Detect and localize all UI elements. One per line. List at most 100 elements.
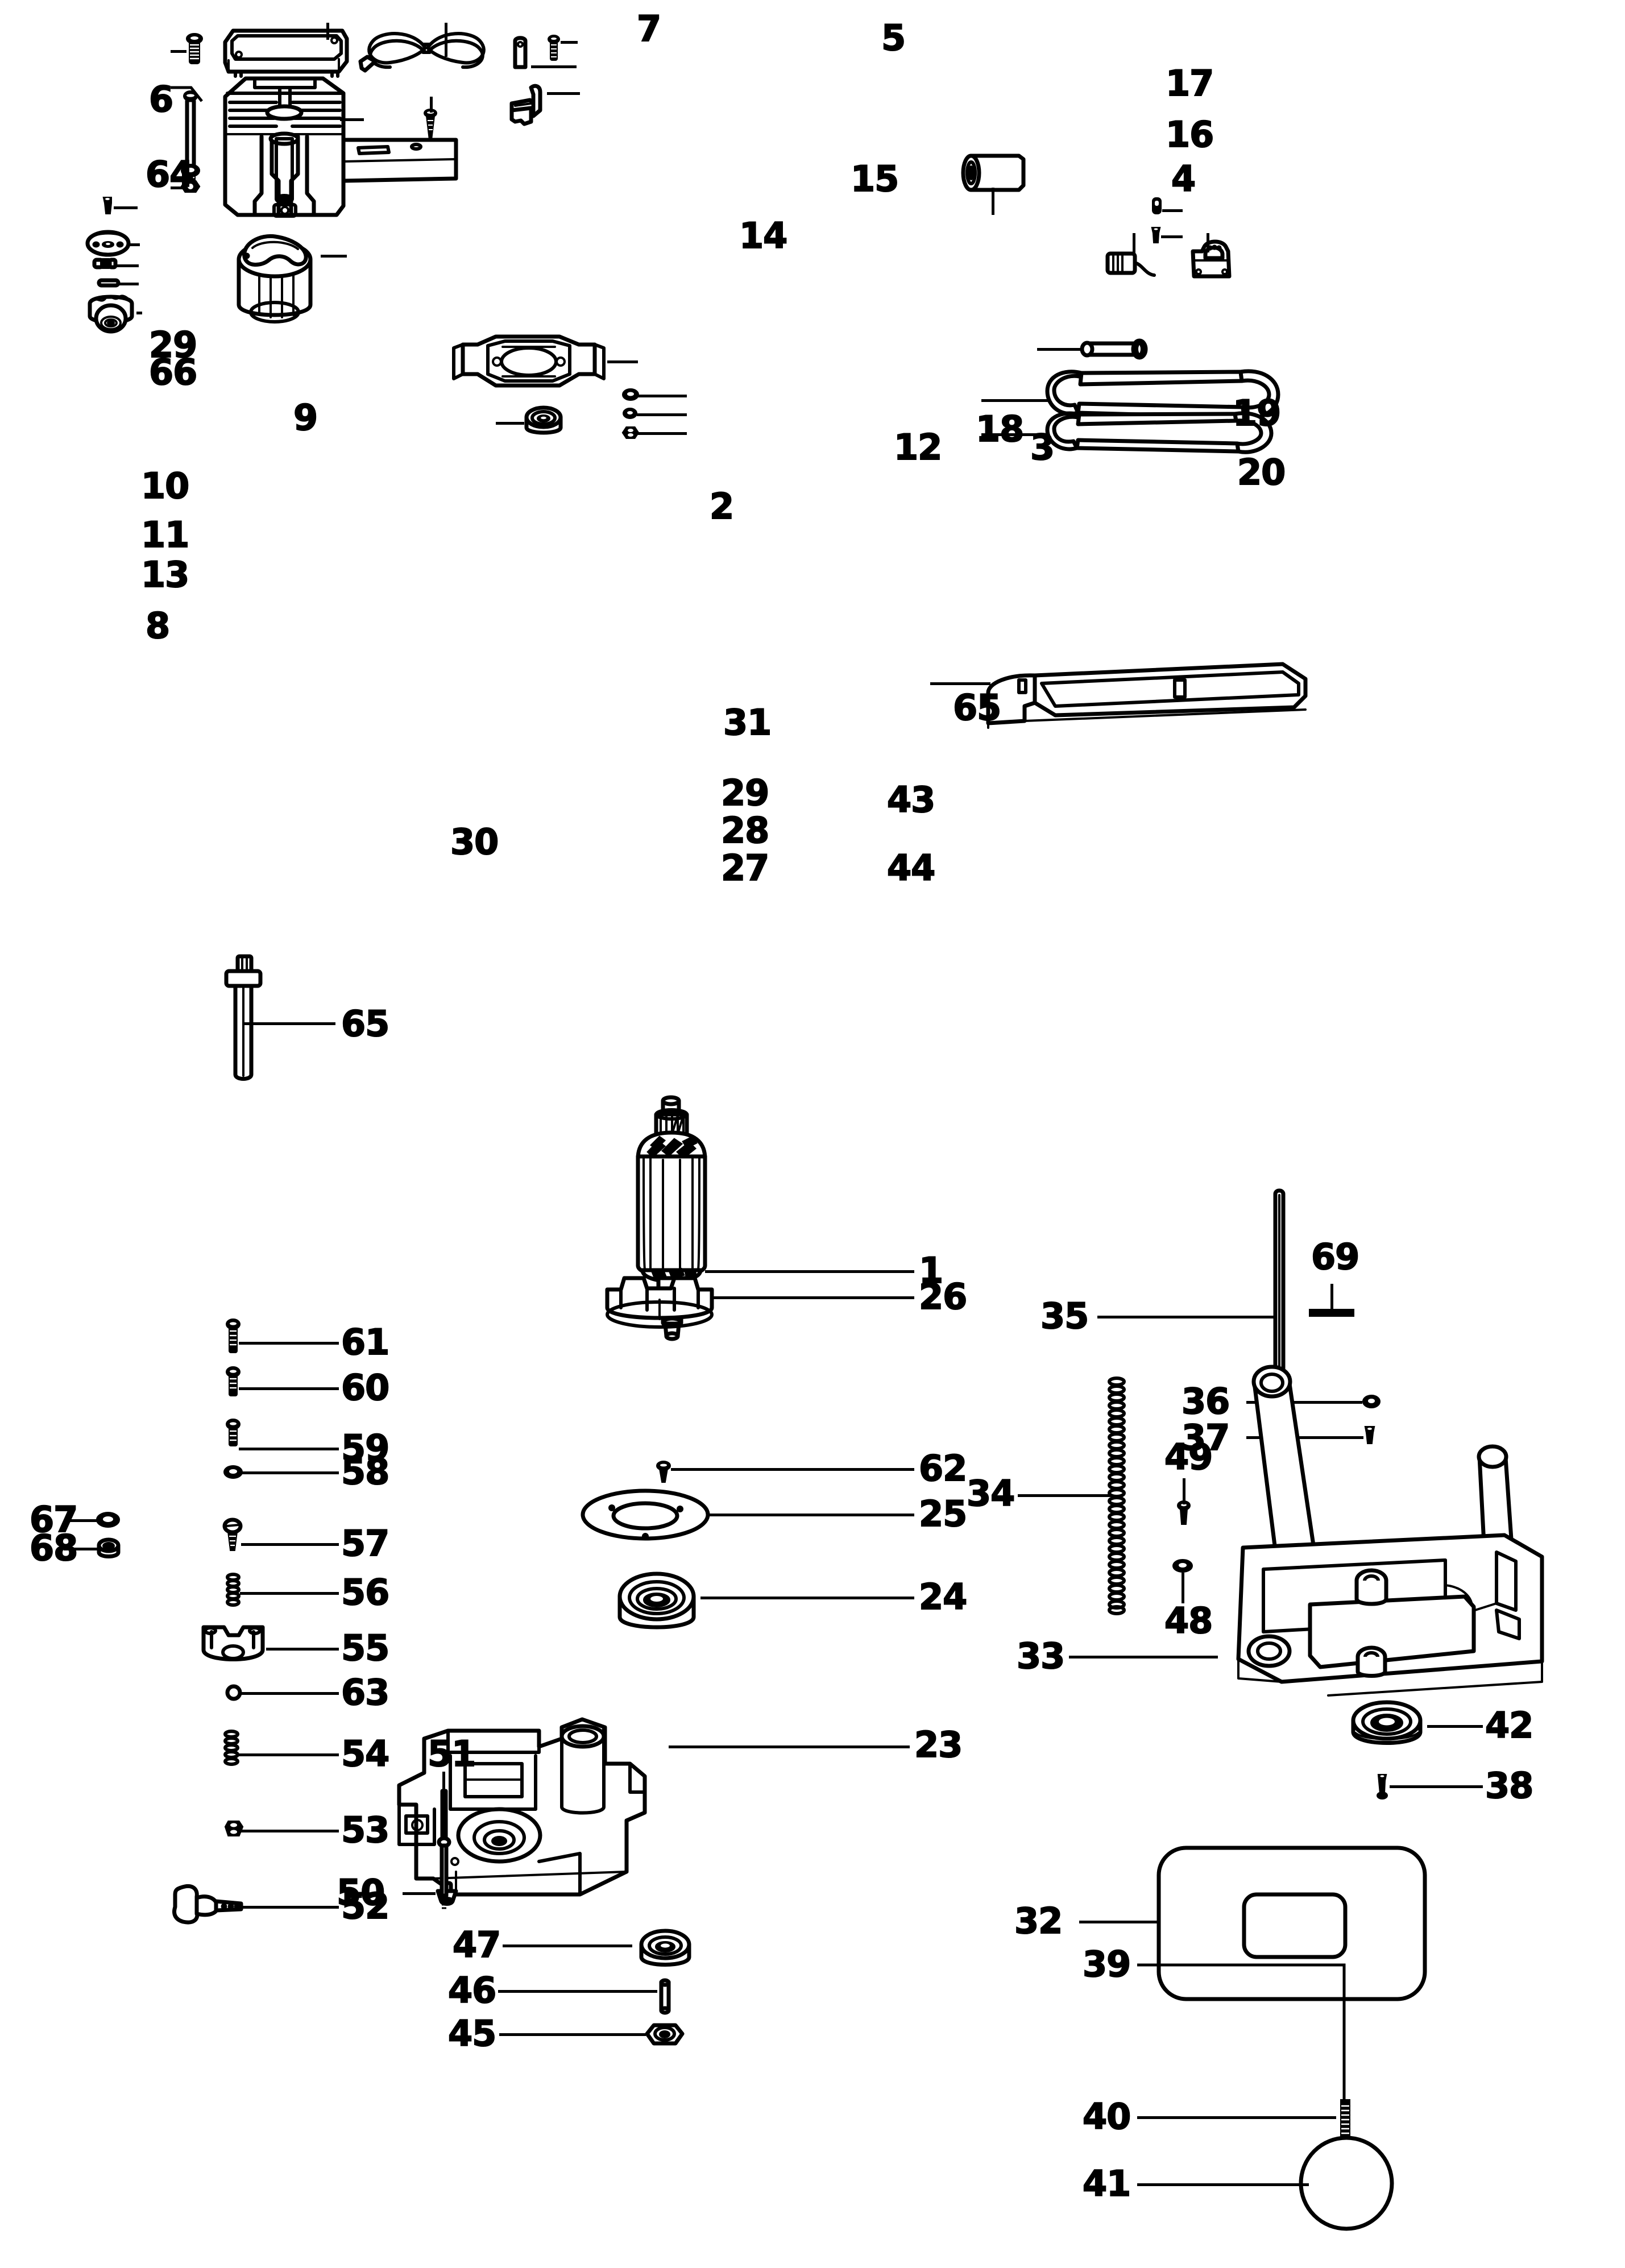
leader-54	[239, 1753, 339, 1756]
callout-number-48: 48	[1164, 1600, 1213, 1641]
leader-30	[496, 422, 524, 425]
leader-40	[1137, 2116, 1336, 2119]
callout-number-65l: 65	[341, 1003, 390, 1044]
callout-number-20: 20	[1237, 451, 1286, 493]
leader-50	[403, 1892, 436, 1895]
leader-67	[65, 1519, 98, 1522]
part-key-69	[1308, 1305, 1355, 1319]
callout-number-52: 52	[341, 1885, 390, 1927]
callout-number-23: 23	[914, 1724, 963, 1765]
part-screw-59	[225, 1419, 241, 1448]
callout-number-56: 56	[341, 1572, 390, 1613]
part-knob-ball-41	[1296, 2133, 1396, 2233]
leader-4	[547, 92, 580, 95]
leader-65l	[244, 1022, 335, 1025]
part-spring-56	[225, 1573, 241, 1608]
part-field-stator	[227, 232, 322, 327]
callout-number-49: 49	[1164, 1436, 1213, 1478]
part-bearing-bracket	[448, 333, 610, 395]
part-gasket-25	[580, 1488, 711, 1541]
callout-number-3: 3	[1030, 426, 1055, 468]
part-screw-62	[655, 1461, 672, 1484]
callout-number-18: 18	[975, 408, 1025, 450]
part-fan	[598, 1267, 745, 1334]
part-guide-rail	[986, 661, 1311, 729]
leader-36	[1246, 1401, 1362, 1404]
callout-number-34: 34	[966, 1473, 1015, 1514]
leader-2	[321, 255, 347, 258]
callout-number-27: 27	[720, 847, 770, 889]
callout-number-9: 9	[293, 397, 318, 438]
callout-number-60: 60	[341, 1367, 390, 1408]
callout-number-14: 14	[739, 215, 788, 256]
leader-13	[117, 283, 139, 285]
part-clip-55	[199, 1620, 267, 1665]
part-screw-17	[547, 35, 561, 63]
callout-number-65r: 65	[952, 687, 1002, 728]
leader-56	[240, 1592, 339, 1595]
callout-number-39: 39	[1082, 1943, 1131, 1985]
leader-24	[700, 1597, 914, 1599]
leader-49	[1183, 1478, 1185, 1504]
part-wrench-large	[1045, 369, 1280, 423]
part-screw-15	[423, 109, 438, 142]
leader-48	[1182, 1573, 1184, 1603]
callout-number-28: 28	[720, 810, 770, 851]
part-terminal-19b	[1151, 197, 1163, 216]
leader-53	[241, 1830, 339, 1832]
callout-number-58: 58	[341, 1451, 390, 1492]
part-screw-20	[1150, 226, 1162, 246]
part-motor-housing	[217, 73, 458, 221]
callout-number-19: 19	[1232, 392, 1282, 434]
part-capacitor	[1105, 249, 1172, 281]
leader-12	[1133, 233, 1135, 256]
leader-45	[499, 2033, 646, 2036]
leader-20	[1161, 235, 1183, 238]
leader-68	[64, 1548, 98, 1550]
callout-number-1: 1	[918, 1250, 944, 1291]
leader-37	[1246, 1436, 1363, 1439]
part-screw-49	[1176, 1500, 1192, 1534]
leader-46	[498, 1990, 657, 1993]
part-motor-top-cap	[221, 26, 351, 78]
callout-number-33: 33	[1016, 1635, 1066, 1677]
part-nut-53	[224, 1818, 244, 1840]
callout-number-16: 16	[1165, 114, 1214, 155]
part-sub-base	[1153, 1842, 1432, 2007]
part-brush-cap-knob	[84, 291, 139, 334]
callout-number-41: 41	[1082, 2163, 1131, 2204]
callout-number-59: 59	[341, 1427, 390, 1469]
leader-51	[442, 1772, 445, 1792]
part-bearing-24	[614, 1569, 699, 1639]
callout-number-54: 54	[341, 1733, 390, 1774]
callout-number-47: 47	[452, 1924, 501, 1966]
callout-number-68: 68	[29, 1527, 78, 1569]
part-washer-58	[223, 1465, 243, 1479]
part-pin-46	[655, 1977, 674, 2015]
leader-62	[671, 1468, 914, 1471]
callout-number-46: 46	[447, 1970, 497, 2011]
leader-9	[114, 206, 138, 209]
leader-19	[1162, 209, 1183, 212]
part-washer-36	[1361, 1394, 1382, 1409]
leader-34	[1018, 1494, 1112, 1497]
part-cord-clamp	[511, 35, 531, 71]
part-screw-6	[183, 33, 206, 65]
leader-17	[561, 41, 578, 44]
part-armature	[615, 1095, 729, 1353]
part-screw-60	[225, 1366, 241, 1398]
callout-number-62: 62	[918, 1448, 968, 1489]
callout-number-45: 45	[447, 2013, 497, 2054]
leader-42	[1427, 1725, 1483, 1728]
part-switch-body	[1189, 239, 1241, 280]
leader-59	[239, 1448, 339, 1450]
callout-number-29b: 29	[720, 772, 770, 814]
leader-38	[1390, 1785, 1483, 1788]
part-brush-11	[92, 257, 123, 269]
callout-number-29: 29	[148, 324, 198, 366]
leader-52	[239, 1906, 339, 1909]
callout-number-32: 32	[1014, 1900, 1063, 1942]
leader-69	[1330, 1284, 1333, 1309]
leader-63	[239, 1692, 339, 1695]
